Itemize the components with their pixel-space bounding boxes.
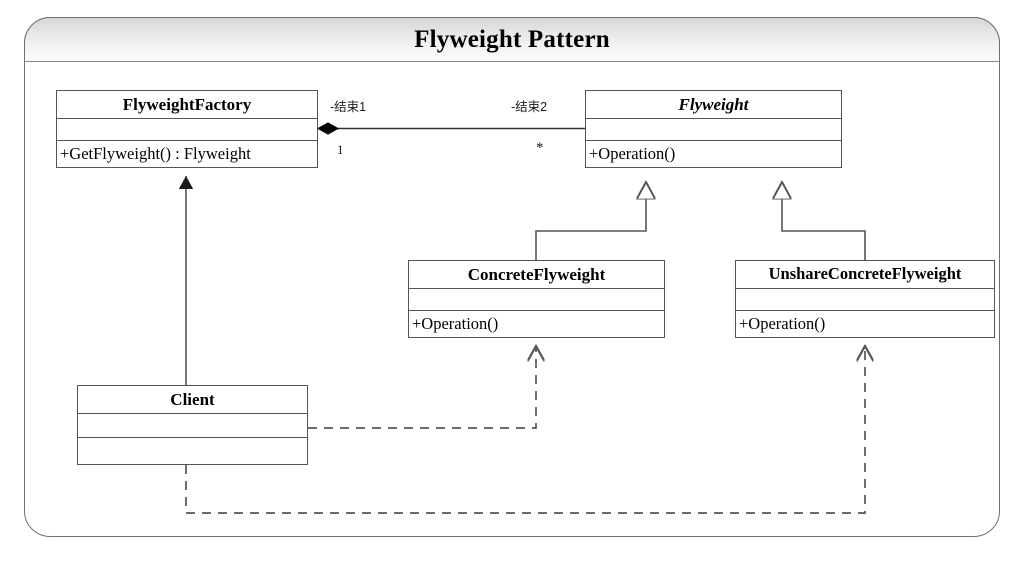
class-name-concrete-flyweight: ConcreteFlyweight: [409, 261, 664, 289]
page-title: Flyweight Pattern: [414, 25, 610, 53]
multiplicity-target-label: *: [536, 140, 544, 156]
class-operations-concrete-flyweight: +Operation(): [412, 313, 499, 333]
class-name-client: Client: [78, 386, 307, 414]
class-operations-flyweight-factory: +GetFlyweight() : Flyweight: [60, 143, 251, 163]
class-box-unshare-concrete-flyweight[interactable]: UnshareConcreteFlyweight +Operation(): [735, 260, 995, 338]
class-box-flyweight-factory[interactable]: FlyweightFactory +GetFlyweight() : Flywe…: [56, 90, 318, 168]
class-attributes-flyweight: [586, 119, 841, 141]
class-box-concrete-flyweight[interactable]: ConcreteFlyweight +Operation(): [408, 260, 665, 338]
class-box-client[interactable]: Client: [77, 385, 308, 465]
class-name-unshare-concrete-flyweight: UnshareConcreteFlyweight: [736, 261, 994, 289]
class-name-flyweight: Flyweight: [586, 91, 841, 119]
class-name-flyweight-factory: FlyweightFactory: [57, 91, 317, 119]
class-attributes-unshare-concrete-flyweight: [736, 289, 994, 311]
class-operations-client: [78, 438, 307, 464]
association-end2-label: -结束2: [511, 100, 548, 114]
association-end1-label: -结束1: [330, 100, 367, 114]
class-attributes-client: [78, 414, 307, 438]
class-attributes-flyweight-factory: [57, 119, 317, 141]
class-attributes-concrete-flyweight: [409, 289, 664, 311]
multiplicity-source-label: 1: [337, 142, 344, 157]
class-box-flyweight[interactable]: Flyweight +Operation(): [585, 90, 842, 168]
class-operations-unshare-concrete-flyweight: +Operation(): [739, 313, 826, 333]
pattern-frame-header: [24, 17, 1000, 62]
class-operations-flyweight: +Operation(): [589, 143, 676, 163]
